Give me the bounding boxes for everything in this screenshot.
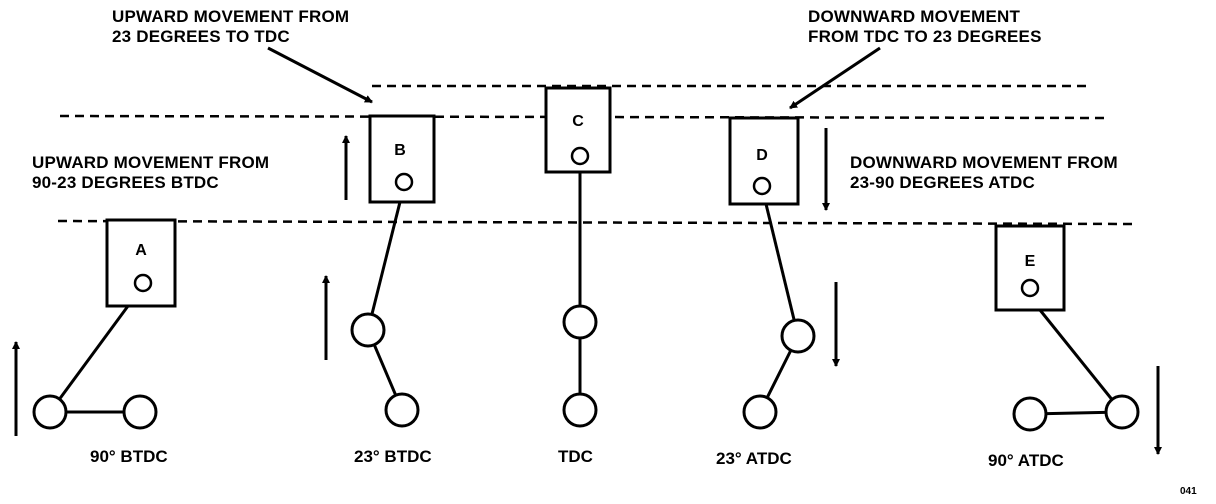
crank-pin-a <box>32 394 68 430</box>
piston-assembly-b: B 23° BTDC <box>350 114 436 466</box>
piston-c-position-label: TDC <box>558 447 593 466</box>
callout-right-mid: DOWNWARD MOVEMENT FROM 23-90 DEGREES ATD… <box>850 153 1123 192</box>
piston-b <box>368 114 436 204</box>
piston-b-letter: B <box>394 142 406 159</box>
piston-assembly-a: A 90° BTDC <box>32 218 177 466</box>
wrist-pin-b <box>394 172 414 192</box>
piston-c-letter: C <box>572 113 584 130</box>
piston-b-position-label: 23° BTDC <box>354 447 432 466</box>
connecting-rod-d <box>764 203 800 337</box>
connecting-rod-a <box>48 305 130 413</box>
crank-pin-e <box>1104 394 1140 430</box>
piston-d-letter: D <box>756 147 768 164</box>
crank-pin-c <box>562 304 598 340</box>
piston-e-letter: E <box>1025 253 1036 270</box>
callout-right-mid-line1: DOWNWARD MOVEMENT FROM <box>850 153 1118 172</box>
callout-d-upper-line1: DOWNWARD MOVEMENT <box>808 7 1021 26</box>
crank-center-a <box>122 394 158 430</box>
connecting-rod-b <box>366 201 402 331</box>
figure-reference-number: 041 <box>1180 486 1197 497</box>
crank-center-d <box>742 394 778 430</box>
callout-left-mid: UPWARD MOVEMENT FROM 90-23 DEGREES BTDC <box>32 153 274 192</box>
piston-a-letter: A <box>135 242 147 259</box>
callout-left-mid-line1: UPWARD MOVEMENT FROM <box>32 153 269 172</box>
lower-reference-line <box>57 219 1139 226</box>
piston-assembly-d: D 23° ATDC <box>716 116 816 468</box>
callout-b-upper-line1: UPWARD MOVEMENT FROM <box>112 7 349 26</box>
callout-right-mid-line2: 23-90 DEGREES ATDC <box>850 173 1035 192</box>
piston-a-position-label: 90° BTDC <box>90 447 168 466</box>
connecting-rod-e <box>1038 309 1124 413</box>
callout-d-upper: DOWNWARD MOVEMENT FROM TDC TO 23 DEGREES <box>808 7 1042 46</box>
wrist-pin-e <box>1020 278 1040 298</box>
callout-left-mid-line2: 90-23 DEGREES BTDC <box>32 173 219 192</box>
crank-center-b <box>384 392 420 428</box>
callout-d-arrow <box>789 46 881 110</box>
crank-pin-b <box>350 312 386 348</box>
callout-b-arrow <box>267 46 373 104</box>
piston-e-position-label: 90° ATDC <box>988 451 1064 470</box>
piston-a <box>105 218 177 308</box>
piston-assembly-e: E 90° ATDC <box>988 224 1140 470</box>
wrist-pin-d <box>752 176 772 196</box>
piston-d <box>728 116 800 206</box>
crank-center-e <box>1012 396 1048 432</box>
callout-b-upper-line2: 23 DEGREES TO TDC <box>112 27 290 46</box>
callout-d-upper-line2: FROM TDC TO 23 DEGREES <box>808 27 1042 46</box>
crank-pin-d <box>780 318 816 354</box>
piston-d-position-label: 23° ATDC <box>716 449 792 468</box>
piston-assembly-c: C TDC <box>544 86 612 466</box>
wrist-pin-c <box>570 146 590 166</box>
callout-b-upper: UPWARD MOVEMENT FROM 23 DEGREES TO TDC <box>112 7 354 46</box>
crank-center-c <box>562 392 598 428</box>
wrist-pin-a <box>133 273 153 293</box>
